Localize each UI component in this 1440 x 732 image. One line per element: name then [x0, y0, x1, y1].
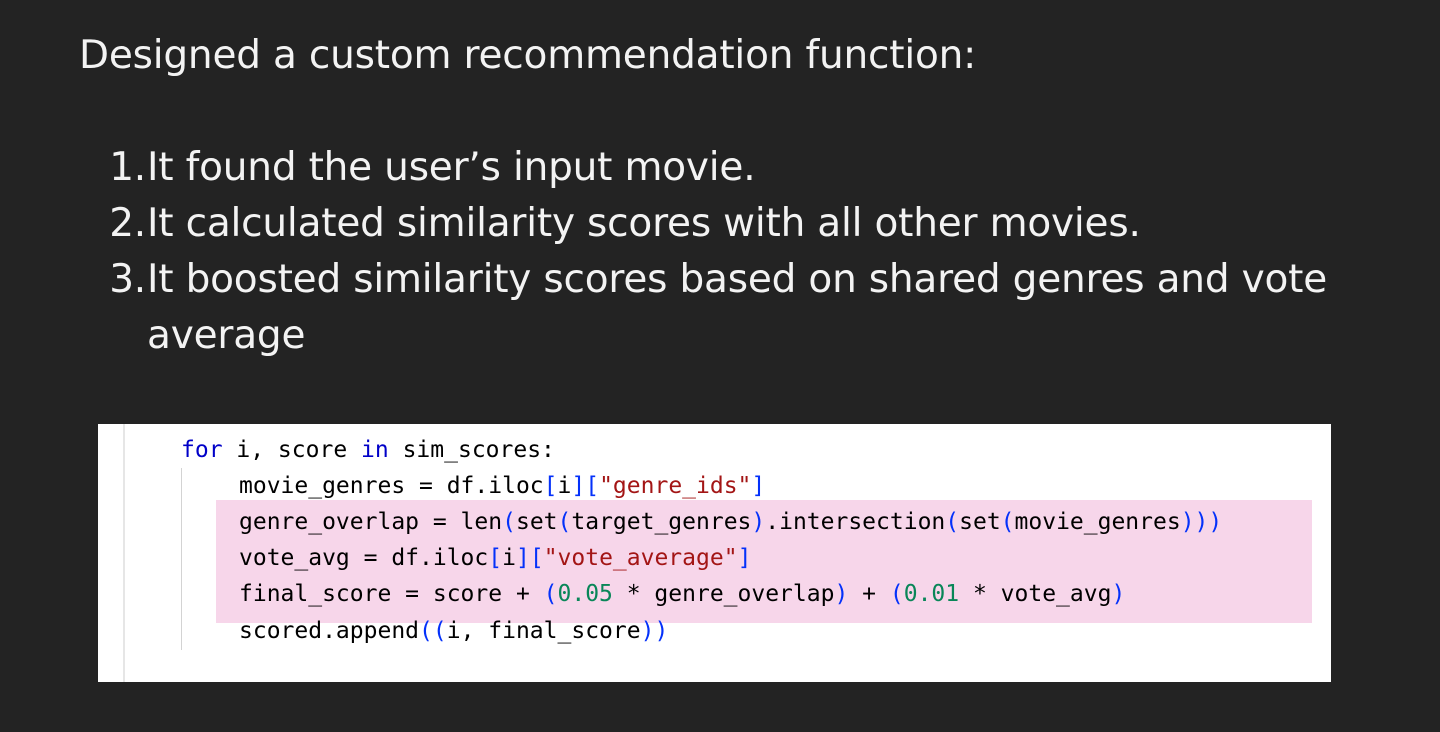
bracket: (	[945, 509, 960, 535]
step-number: 3.	[109, 257, 146, 302]
code-token: final_score = score +	[239, 581, 544, 607]
string-literal: "genre_ids"	[599, 473, 752, 499]
bracket: (	[543, 581, 558, 607]
bracket: )	[751, 509, 766, 535]
bracket: ))	[640, 618, 669, 644]
code-line-for-loop: for i, score in sim_scores:	[181, 432, 555, 468]
bracket: ]	[515, 545, 530, 571]
indent-guide	[123, 424, 125, 682]
code-token: movie_genres = df.iloc	[239, 473, 544, 499]
keyword: in	[361, 437, 389, 463]
code-token: +	[848, 581, 890, 607]
bracket: ]	[737, 545, 752, 571]
number-literal: 0.05	[557, 581, 613, 607]
number-literal: 0.01	[903, 581, 960, 607]
code-token: set	[959, 509, 1001, 535]
slide-heading: Designed a custom recommendation functio…	[79, 33, 977, 78]
bracket: ]	[571, 473, 586, 499]
bracket: (	[889, 581, 904, 607]
code-line-final-score: final_score = score + (0.05 * genre_over…	[239, 576, 1125, 612]
bracket: [	[543, 473, 558, 499]
code-token: i	[502, 545, 516, 571]
step-text: It found the user’s input movie.	[147, 145, 756, 190]
code-token: i, score	[222, 437, 362, 463]
step-number: 1.	[109, 145, 146, 190]
keyword: for	[181, 437, 223, 463]
string-literal: "vote_average"	[543, 545, 738, 571]
bracket: [	[488, 545, 503, 571]
code-token: set	[515, 509, 558, 535]
indent-guide	[181, 468, 182, 650]
code-line-scored-append: scored.append((i, final_score))	[239, 613, 668, 649]
code-screenshot: for i, score in sim_scores: movie_genres…	[98, 424, 1331, 682]
step-number: 2.	[109, 201, 146, 246]
bracket: )	[1111, 581, 1126, 607]
bracket: (	[502, 509, 516, 535]
step-text: It boosted similarity scores based on sh…	[147, 257, 1327, 358]
code-token: * genre_overlap	[612, 581, 835, 607]
bracket: (	[557, 509, 572, 535]
bracket: [	[585, 473, 600, 499]
bracket: ((	[419, 618, 447, 644]
code-token: genre_overlap = len	[239, 509, 503, 535]
steps-list: 1. It found the user’s input movie. 2. I…	[79, 140, 1409, 364]
code-token: * vote_avg	[959, 581, 1112, 607]
code-token: movie_genres	[1014, 509, 1181, 535]
code-token: sim_scores:	[388, 437, 555, 463]
code-line-vote-avg: vote_avg = df.iloc[i]["vote_average"]	[239, 540, 751, 576]
highlighted-code-region	[216, 500, 1312, 623]
list-item: 2. It calculated similarity scores with …	[79, 196, 1409, 252]
list-item: 3. It boosted similarity scores based on…	[79, 252, 1409, 364]
bracket: )	[834, 581, 849, 607]
bracket: [	[529, 545, 544, 571]
list-item: 1. It found the user’s input movie.	[79, 140, 1409, 196]
bracket: )))	[1180, 509, 1223, 535]
code-line-genre-overlap: genre_overlap = len(set(target_genres).i…	[239, 504, 1222, 540]
bracket: (	[1000, 509, 1015, 535]
code-token: i	[557, 473, 572, 499]
code-token: target_genres	[571, 509, 752, 535]
step-text: It calculated similarity scores with all…	[147, 201, 1141, 246]
code-token: .intersection	[765, 509, 946, 535]
code-token: vote_avg = df.iloc	[239, 545, 489, 571]
code-token: i, final_score	[446, 618, 641, 644]
code-token: scored.append	[239, 618, 420, 644]
bracket: ]	[751, 473, 766, 499]
code-line-movie-genres: movie_genres = df.iloc[i]["genre_ids"]	[239, 468, 765, 504]
